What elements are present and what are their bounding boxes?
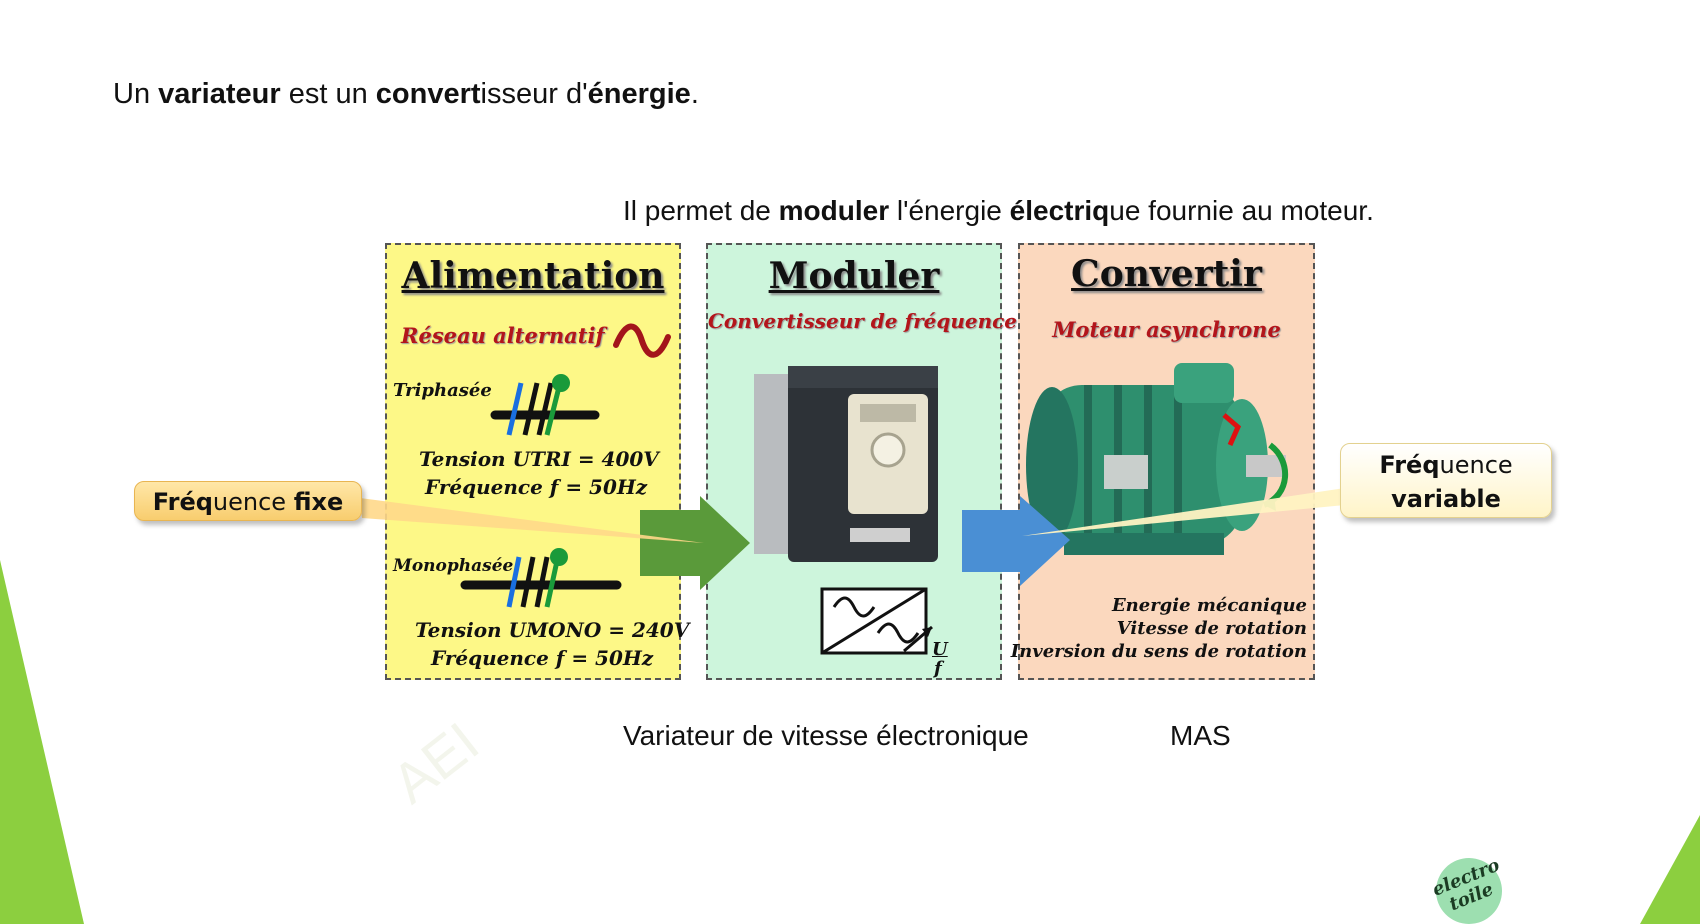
callout-pointer-fixe	[360, 498, 704, 543]
mono-frequence: Fréquence f = 50Hz	[431, 646, 654, 670]
panel-subtitle: Réseau alternatif	[401, 323, 605, 348]
panel-title: Convertir	[1071, 253, 1262, 295]
callout-pointer-variable	[1022, 488, 1345, 536]
callout-frequence-fixe: Fréquence fixe	[134, 481, 362, 521]
caption-mas: MAS	[1170, 720, 1231, 751]
panel-convertir: Convertir Moteur asynchrone Energie méca…	[1011, 243, 1315, 680]
mono-tension: Tension UMONO = 240V	[415, 618, 690, 642]
intro-line: Un variateur est un convertisseur d'éner…	[113, 78, 699, 110]
symbol-u: U	[932, 639, 948, 660]
panel-subtitle: Moteur asynchrone	[1052, 317, 1281, 342]
panel-title: Moduler	[768, 255, 940, 297]
converter-symbol-icon	[820, 587, 933, 655]
panel-subtitle: Convertisseur de fréquence	[708, 309, 1018, 333]
output-energie: Energie mécanique	[1111, 595, 1307, 616]
panel-moduler: Moduler Convertisseur de fréquence elect…	[706, 243, 1512, 924]
tri-label: Triphasée	[393, 380, 492, 401]
single-phase-icon	[460, 548, 622, 608]
sine-wave-icon	[613, 323, 671, 358]
deco-triangle-right	[1640, 815, 1700, 924]
arrow-blue	[962, 496, 1070, 586]
purpose-line: Il permet de moduler l'énergie électriqu…	[623, 195, 1374, 226]
arrow-green	[640, 496, 750, 590]
mono-label: Monophasée	[393, 556, 514, 576]
drive-icon	[754, 366, 938, 562]
three-phase-icon	[490, 374, 600, 436]
caption-variateur: Variateur de vitesse électronique	[623, 720, 1029, 751]
tri-tension: Tension UTRI = 400V	[419, 447, 659, 471]
output-vitesse: Vitesse de rotation	[1116, 618, 1307, 639]
panel-alimentation: Alimentation Réseau alternatif Triphasée…	[385, 243, 689, 680]
tri-frequence: Fréquence f = 50Hz	[425, 475, 648, 499]
output-inversion: Inversion du sens de rotation	[1010, 641, 1307, 662]
symbol-f: f	[934, 658, 942, 679]
deco-triangle-left	[0, 560, 84, 924]
panel-title: Alimentation	[401, 255, 665, 297]
